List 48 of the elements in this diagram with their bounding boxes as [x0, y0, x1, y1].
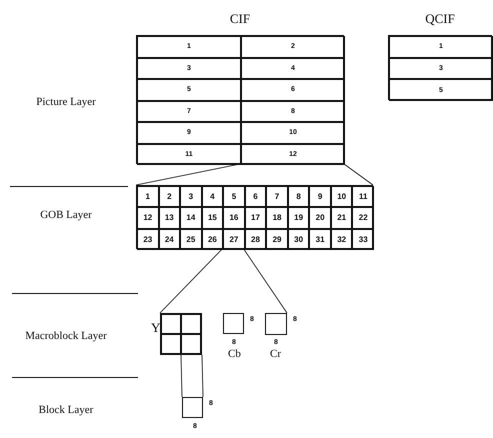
connector-line — [243, 248, 288, 314]
numbered-cell: 14 — [180, 207, 202, 229]
numbered-cell: 32 — [330, 228, 352, 250]
numbered-cell: 28 — [244, 228, 266, 250]
numbered-cell: 31 — [309, 228, 331, 250]
numbered-cell: 19 — [288, 207, 310, 229]
numbered-cell: 1 — [137, 186, 159, 208]
numbered-cell: 12 — [137, 207, 159, 229]
numbered-cell: 26 — [202, 228, 224, 250]
numbered-cell: 6 — [244, 186, 266, 208]
numbered-cell: 15 — [202, 207, 224, 229]
component-label: Cb — [228, 348, 241, 360]
component-label: Y — [151, 320, 160, 336]
layer-label: Macroblock Layer — [25, 330, 107, 342]
numbered-cell: 30 — [288, 228, 310, 250]
numbered-cell: 25 — [180, 228, 202, 250]
numbered-cell: 10 — [330, 186, 352, 208]
numbered-cell: 27 — [223, 228, 245, 250]
numbered-cell: 33 — [352, 228, 374, 250]
numbered-cell: 11 — [352, 186, 374, 208]
layer-label: Picture Layer — [36, 96, 96, 108]
numbered-cell: 7 — [266, 186, 288, 208]
layer-label: Block Layer — [38, 404, 94, 416]
numbered-cell: 29 — [266, 228, 288, 250]
numbered-cell: 16 — [223, 207, 245, 229]
connector-line — [180, 354, 182, 398]
component-label: Cr — [270, 348, 281, 360]
macroblock-grid — [136, 185, 373, 249]
numbered-cell: 20 — [309, 207, 331, 229]
numbered-cell: 17 — [244, 207, 266, 229]
numbered-cell: 8 — [288, 186, 310, 208]
format-title: QCIF — [424, 11, 456, 27]
numbered-cell: 4 — [202, 186, 224, 208]
numbered-cell: 5 — [223, 186, 245, 208]
numbered-cell: 18 — [266, 207, 288, 229]
connector-line — [160, 248, 223, 314]
numbered-cell: 23 — [137, 228, 159, 250]
numbered-cell: 13 — [158, 207, 180, 229]
numbered-cell: 2 — [158, 186, 180, 208]
numbered-cell: 21 — [330, 207, 352, 229]
numbered-cell: 3 — [180, 186, 202, 208]
format-title: CIF — [228, 11, 252, 27]
numbered-cell: 9 — [309, 186, 331, 208]
connector-line — [344, 164, 374, 186]
numbered-cell: 22 — [352, 207, 374, 229]
numbered-cell: 24 — [158, 228, 180, 250]
connector-line — [202, 354, 204, 398]
layer-label: GOB Layer — [40, 209, 92, 221]
